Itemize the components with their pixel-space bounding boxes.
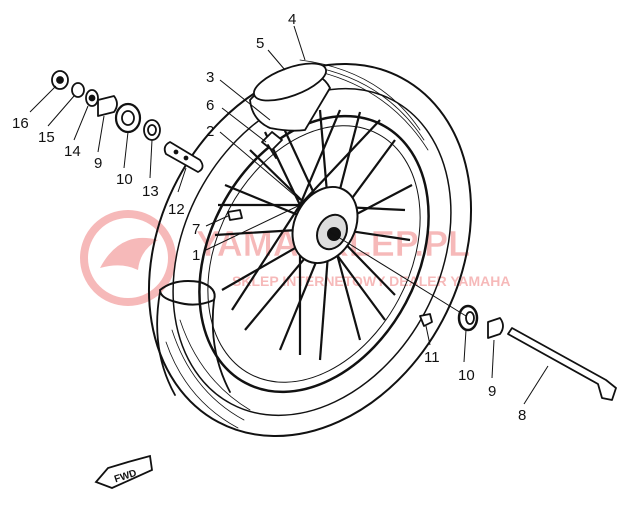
callout-9-right: 9	[488, 383, 496, 400]
part-7-bolt	[227, 209, 243, 221]
tire-inner-rim	[172, 87, 452, 417]
watermark-logo-mark	[100, 237, 158, 270]
tire-outer-rim	[147, 62, 473, 438]
rim-band	[249, 62, 331, 132]
callout-10-left: 10	[116, 171, 133, 188]
watermark-logo-ring	[80, 210, 176, 306]
leader-lines	[29, 25, 549, 405]
callout-16: 16	[12, 115, 29, 132]
fwd-arrow-shape	[94, 454, 153, 489]
callouts: 16 15 14 9 10 13 12 7 1 2 6 3 5 4 11 10 …	[12, 11, 526, 424]
callout-6: 6	[206, 97, 214, 114]
tire-tread	[165, 59, 429, 429]
callout-10-right: 10	[458, 367, 475, 384]
left-parts	[51, 70, 243, 221]
wheel-rim-edge	[207, 125, 421, 383]
fwd-arrow: FWD	[94, 454, 153, 489]
valve-stem	[261, 131, 283, 159]
callout-15: 15	[38, 129, 55, 146]
watermark-tagline: SKLEP INTERNETOWY DEALER YAMAHA	[232, 273, 511, 289]
callout-13: 13	[142, 183, 159, 200]
callout-8: 8	[518, 407, 526, 424]
callout-1: 1	[192, 247, 200, 264]
callout-9-left: 9	[94, 155, 102, 172]
part-9-spacer-right	[487, 317, 504, 339]
callout-11: 11	[424, 349, 440, 366]
callout-2: 2	[206, 123, 214, 140]
callout-14: 14	[64, 143, 81, 160]
part-9-spacer-left	[97, 95, 118, 117]
right-parts	[419, 304, 617, 401]
tire-cutaway-lower	[159, 280, 216, 306]
part-11-nipple	[419, 313, 433, 327]
callout-7: 7	[192, 221, 200, 238]
callout-3: 3	[206, 69, 214, 86]
callout-5: 5	[256, 35, 264, 52]
callout-4: 4	[288, 11, 296, 28]
tire-cutaway-lower-body	[156, 291, 231, 396]
hub	[291, 185, 359, 265]
part-8-axle	[507, 327, 617, 401]
part-15-washer	[71, 82, 85, 98]
callout-12: 12	[168, 201, 185, 218]
part-12-spacer	[163, 141, 204, 173]
